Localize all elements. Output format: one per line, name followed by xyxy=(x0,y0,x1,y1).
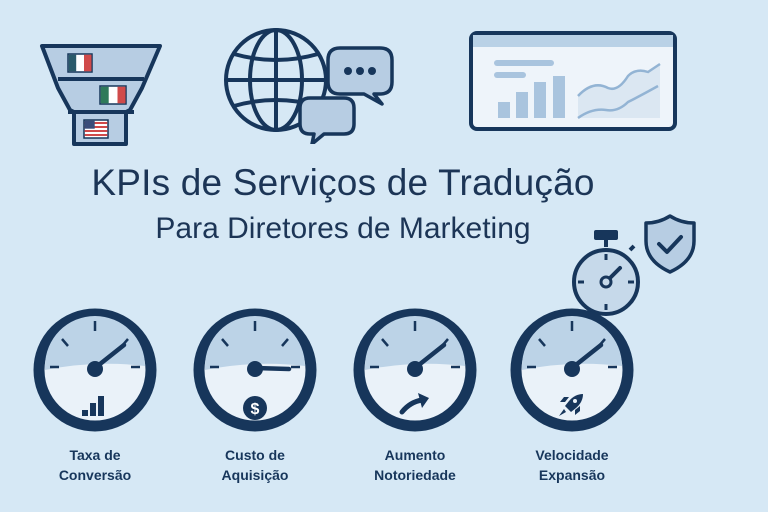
kpi-label-acquisition-cost: Custo de Aquisição xyxy=(221,447,289,483)
chat-bubbles-icon xyxy=(296,44,396,144)
analytics-dashboard-icon xyxy=(468,30,678,132)
trend-arrow-icon xyxy=(399,393,429,415)
gauge-conversion-rate xyxy=(32,306,158,434)
page-title: KPIs de Serviços de Tradução xyxy=(91,162,595,203)
translation-funnel-icon xyxy=(38,42,164,148)
page-subtitle: Para Diretores de Marketing xyxy=(155,212,531,245)
flag-france-icon xyxy=(67,53,93,73)
gauge-acquisition-cost: $ xyxy=(192,306,318,434)
shield-check-icon xyxy=(643,213,697,275)
gauge-awareness-increase xyxy=(352,306,478,434)
rocket-icon xyxy=(559,394,583,416)
kpi-label-awareness-increase: Aumento Notoriedade xyxy=(374,447,456,483)
flag-us-icon xyxy=(83,119,109,139)
dollar-coin-icon: $ xyxy=(243,396,267,420)
flag-italy-icon xyxy=(99,85,127,105)
bar-chart-icon xyxy=(82,396,104,416)
kpi-label-expansion-speed: Velocidade Expansão xyxy=(535,447,609,483)
svg-text:$: $ xyxy=(251,401,260,418)
kpi-label-conversion-rate: Taxa de Conversão xyxy=(58,447,132,483)
gauge-expansion-speed xyxy=(509,306,635,434)
stopwatch-icon xyxy=(568,228,648,320)
